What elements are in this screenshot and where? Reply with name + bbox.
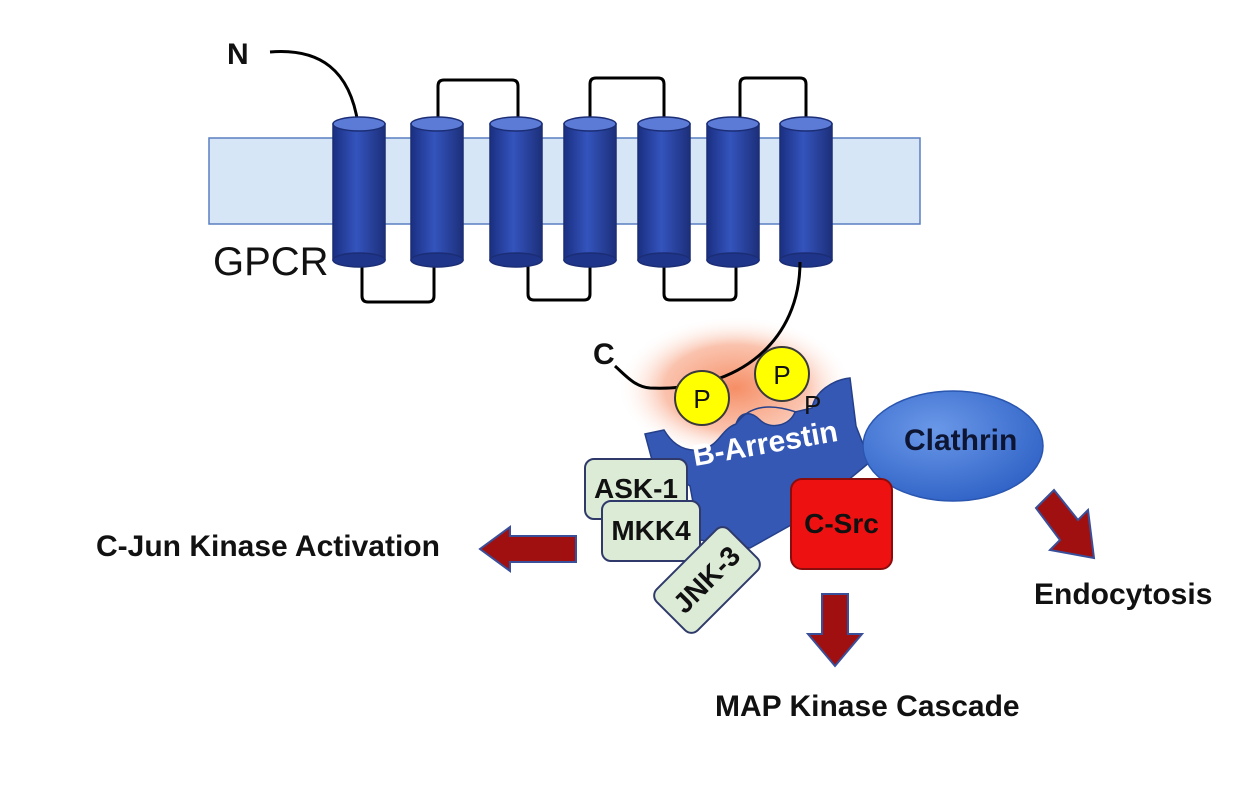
n-terminus-label: N <box>227 38 249 71</box>
arrow-to-jun <box>478 525 577 573</box>
extracellular-loop <box>436 78 520 124</box>
membrane-label: GPCR <box>213 240 329 284</box>
helix-5 <box>637 116 691 268</box>
arrow-to-endo <box>1034 488 1096 560</box>
extracellular-loop <box>738 76 808 124</box>
phosphate-p-1: P <box>693 384 710 414</box>
helix-3 <box>489 116 543 268</box>
mkk4-box: MKK4 <box>601 500 701 562</box>
phosphate-p-2: P <box>773 360 790 390</box>
phosphate-p-3: P <box>804 390 822 420</box>
intracellular-loop <box>662 258 738 302</box>
c-terminus-label: C <box>593 338 615 371</box>
helix-7 <box>779 116 833 268</box>
c-src-box: C-Src <box>790 478 893 570</box>
n-terminus-tail <box>269 50 360 125</box>
helix-1 <box>332 116 386 268</box>
extracellular-loop <box>588 76 666 124</box>
jun-outcome-label: C-Jun Kinase Activation <box>96 530 440 563</box>
clathrin-label: Clathrin <box>904 424 1018 457</box>
clathrin-ellipse <box>862 390 1044 502</box>
helix-4 <box>563 116 617 268</box>
phosphate-circle <box>674 370 730 426</box>
map-outcome-label: MAP Kinase Cascade <box>715 690 1020 723</box>
endo-outcome-label: Endocytosis <box>1034 578 1213 611</box>
intracellular-loop <box>526 258 592 302</box>
intracellular-loop <box>360 258 436 304</box>
arrow-to-map <box>805 593 865 668</box>
helix-2 <box>410 116 464 268</box>
helix-6 <box>706 116 760 268</box>
phosphate-circle <box>754 346 810 402</box>
